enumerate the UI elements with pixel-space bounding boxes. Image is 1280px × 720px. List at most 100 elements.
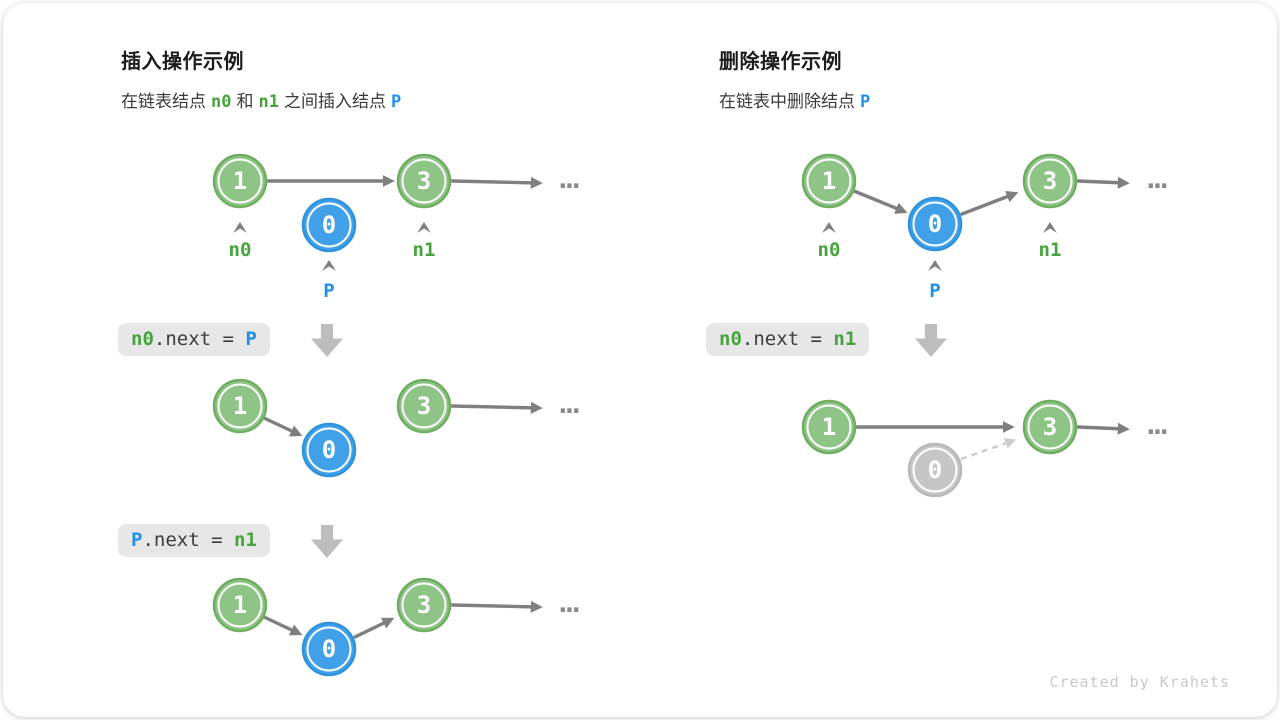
ellipsis-left-stage2: ...	[555, 390, 578, 420]
left-subtitle-text-2: 和	[236, 92, 254, 111]
node-circle	[301, 197, 357, 253]
left-subtitle-token-n0: n0	[211, 92, 232, 112]
node-circle	[907, 442, 963, 498]
pointer-label-n0: n0	[818, 239, 841, 261]
right-subtitle-text-1: 在链表中删除结点	[719, 92, 855, 111]
caret-up-icon	[822, 222, 836, 233]
node-3-right-stage2: 3	[1022, 399, 1078, 455]
node-circle	[396, 378, 452, 434]
code-token-lhs: n0	[719, 328, 742, 350]
arrow-n1-to-rest-stage3	[450, 600, 543, 613]
node-circle	[396, 153, 452, 209]
arrow-n0-to-p-stage3	[262, 615, 303, 636]
node-inner-ring	[306, 626, 352, 672]
ellipsis-right-stage1: ...	[1143, 165, 1166, 195]
arrow-n0-to-p-right-stage1	[852, 189, 908, 214]
node-circle	[1022, 399, 1078, 455]
node-value: 0	[322, 211, 336, 239]
node-inner-ring	[217, 383, 263, 429]
caret-up-icon	[928, 260, 942, 271]
linked-list-diagram: ... 1 0 3 n0 n1 P ... 1	[212, 153, 1175, 677]
node-inner-ring	[806, 158, 852, 204]
node-circle	[212, 153, 268, 209]
arrow-n1-to-rest-right-stage1	[1076, 176, 1130, 189]
node-inner-ring	[912, 447, 958, 493]
node-1-left-stage1: 1	[212, 153, 268, 209]
node-value: 1	[233, 591, 247, 619]
ellipsis-left-stage3: ...	[555, 589, 578, 619]
node-circle	[1022, 153, 1078, 209]
left-subtitle-text-1: 在链表结点	[121, 92, 206, 111]
node-value: 1	[233, 167, 247, 195]
arrow-n0-to-p-stage2	[262, 416, 303, 437]
caret-up-icon	[322, 260, 336, 271]
pointer-label-n0: n0	[229, 239, 252, 261]
code-token-mid: .next =	[741, 328, 834, 350]
code-token-lhs: n0	[131, 328, 154, 350]
arrow-n1-to-rest-stage2	[450, 401, 543, 414]
code-token-mid: .next =	[142, 529, 234, 551]
node-inner-ring	[912, 201, 958, 247]
node-value: 0	[928, 456, 942, 484]
pointer-label-p: P	[929, 280, 940, 302]
pointer-label-p: P	[323, 280, 334, 302]
code-token-rhs: P	[245, 328, 257, 350]
caret-up-icon	[1043, 222, 1057, 233]
code-token-rhs: n1	[233, 529, 257, 551]
right-subtitle-token-p: P	[860, 92, 871, 112]
node-inner-ring	[401, 383, 447, 429]
node-value: 3	[417, 392, 431, 420]
left-subtitle-text-3: 之间插入结点	[283, 92, 386, 111]
node-circle	[396, 577, 452, 633]
node-3-left-stage2: 3	[396, 378, 452, 434]
code-token-lhs: P	[131, 529, 143, 551]
node-circle	[907, 196, 963, 252]
node-0-left-stage2: 0	[301, 422, 357, 478]
node-inner-ring	[806, 404, 852, 450]
node-1-right-stage1: 1	[801, 153, 857, 209]
node-value: 0	[322, 436, 336, 464]
code-box-n0-next-p: n0.next = P	[118, 323, 270, 356]
arrow-deleted-p-to-n1-dashed	[960, 438, 1017, 461]
node-circle	[801, 399, 857, 455]
node-value: 1	[822, 167, 836, 195]
ellipsis-right-stage2: ...	[1143, 411, 1166, 441]
code-box-p-next-n1: P.next = n1	[118, 524, 270, 557]
code-box-n0-next-n1: n0.next = n1	[706, 323, 870, 356]
node-circle	[212, 577, 268, 633]
node-value: 3	[417, 167, 431, 195]
node-0-right-stage1: 0	[907, 196, 963, 252]
node-inner-ring	[217, 158, 263, 204]
node-inner-ring	[306, 427, 352, 473]
node-value: 3	[1043, 167, 1057, 195]
right-panel-title: 删除操作示例	[719, 51, 842, 73]
code-token-rhs: n1	[833, 328, 857, 350]
node-value: 1	[822, 413, 836, 441]
node-inner-ring	[401, 582, 447, 628]
node-0-left-stage3: 0	[301, 621, 357, 677]
credit-text: Created by Krahets	[1049, 673, 1230, 691]
node-inner-ring	[1027, 158, 1073, 204]
left-panel-title: 插入操作示例	[121, 51, 244, 73]
caret-up-icon	[233, 222, 247, 233]
node-value: 3	[417, 591, 431, 619]
node-circle	[301, 422, 357, 478]
node-circle	[801, 153, 857, 209]
node-circle	[301, 621, 357, 677]
caret-up-icon	[417, 222, 431, 233]
arrow-p-to-n1-stage3	[353, 617, 395, 639]
left-subtitle-token-p: P	[390, 92, 402, 112]
node-1-left-stage3: 1	[212, 577, 268, 633]
node-value: 1	[233, 392, 247, 420]
pointer-label-n1: n1	[413, 239, 436, 261]
node-value: 0	[322, 635, 336, 663]
node-inner-ring	[401, 158, 447, 204]
code-token-mid: .next =	[153, 328, 246, 350]
pointer-label-n1: n1	[1039, 239, 1062, 261]
node-3-left-stage1: 3	[396, 153, 452, 209]
node-0-deleted-right-stage2: 0	[907, 442, 963, 498]
node-circle	[212, 378, 268, 434]
node-3-left-stage3: 3	[396, 577, 452, 633]
